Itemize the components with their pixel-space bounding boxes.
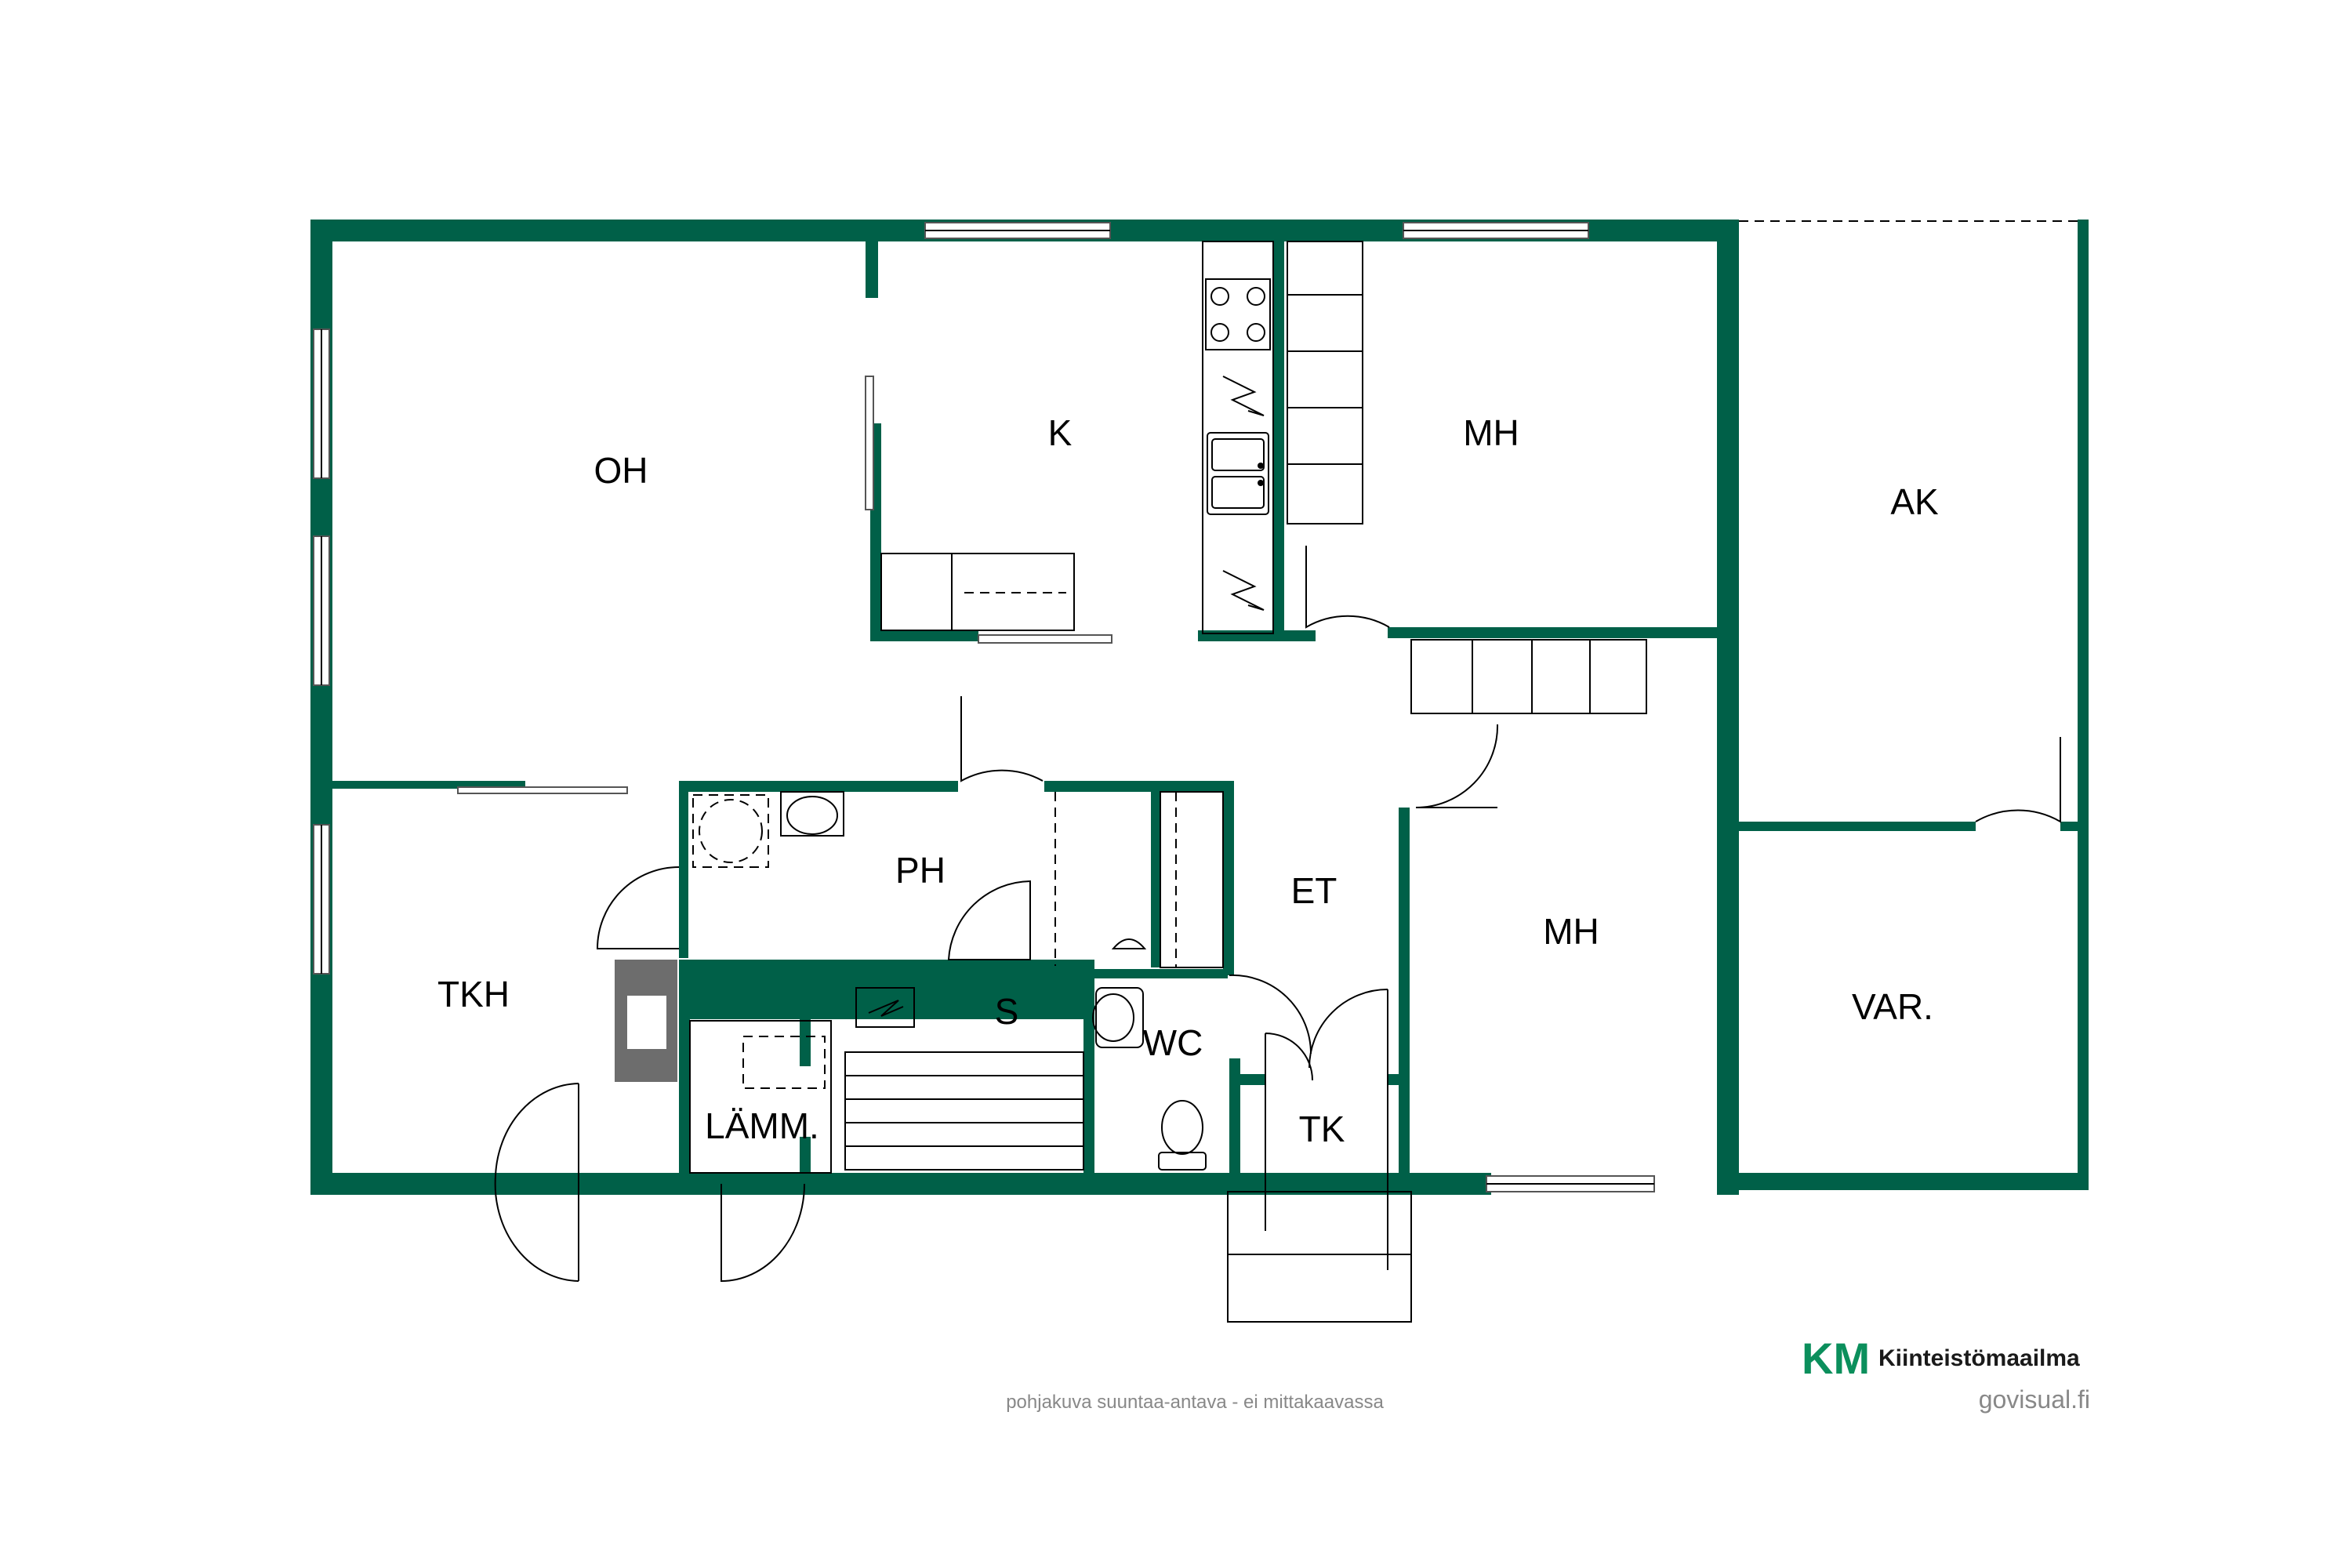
room-label-ak: AK: [1890, 481, 1939, 522]
interior-walls: [332, 241, 2089, 1184]
door-swing-icon: [596, 866, 680, 949]
room-labels: OH K MH AK PH ET MH TKH S WC TK LÄMM. VA…: [437, 412, 1939, 1149]
room-label-oh: OH: [594, 450, 648, 491]
doors: [457, 546, 2061, 1323]
credit-text: govisual.fi: [1979, 1385, 2090, 1414]
room-label-ph: PH: [895, 850, 946, 891]
washbasin-icon: [1092, 987, 1144, 1048]
room-label-et: ET: [1291, 870, 1338, 911]
sauna-bench-icon: [844, 1051, 1084, 1171]
room-label-k: K: [1048, 412, 1073, 453]
door-swing-icon: [1308, 989, 1388, 1270]
company-logo-name: Kiinteistömaailma: [1878, 1345, 2080, 1371]
stove-icon: [1205, 278, 1271, 350]
room-label-tk: TK: [1299, 1109, 1345, 1149]
branding: KM Kiinteistömaailma govisual.fi pohjaku…: [1006, 1334, 2090, 1414]
room-label-wc: WC: [1143, 1022, 1203, 1063]
door-swing-icon: [720, 1183, 805, 1283]
toilet-icon: [1158, 1100, 1207, 1171]
wardrobes: [1054, 639, 1647, 968]
room-label-tkh: TKH: [437, 974, 510, 1014]
electric-symbol-icon: [1222, 570, 1265, 611]
door-swing-icon: [1229, 974, 1312, 1054]
disclaimer-text: pohjakuva suuntaa-antava - ei mittakaava…: [1006, 1392, 1384, 1413]
kitchen-fixtures: [865, 241, 1363, 644]
windows: [313, 220, 2078, 1192]
room-label-lamm: LÄMM.: [705, 1105, 819, 1146]
washbasin-icon: [780, 791, 844, 837]
door-swing-icon: [947, 880, 1031, 960]
door-swing-icon: [1265, 1033, 1313, 1231]
fireplace-icon: [615, 960, 677, 1082]
bathroom-fixtures: [689, 791, 1207, 1174]
door-swing-icon: [960, 696, 1044, 782]
company-logo-mark: KM: [1802, 1334, 1870, 1383]
door-swing-icon: [1415, 724, 1499, 808]
electric-symbol-icon: [1222, 376, 1265, 416]
door-swing-icon: [1975, 737, 2061, 823]
room-label-mh-top: MH: [1463, 412, 1519, 453]
room-label-var: VAR.: [1852, 986, 1933, 1027]
door-swing-icon: [1305, 546, 1390, 629]
room-label-s: S: [995, 991, 1019, 1032]
sink-icon: [1207, 432, 1269, 515]
door-swing-icon: [494, 1083, 579, 1282]
room-label-mh-bottom: MH: [1543, 911, 1599, 952]
electric-symbol-icon: [868, 1000, 904, 1017]
